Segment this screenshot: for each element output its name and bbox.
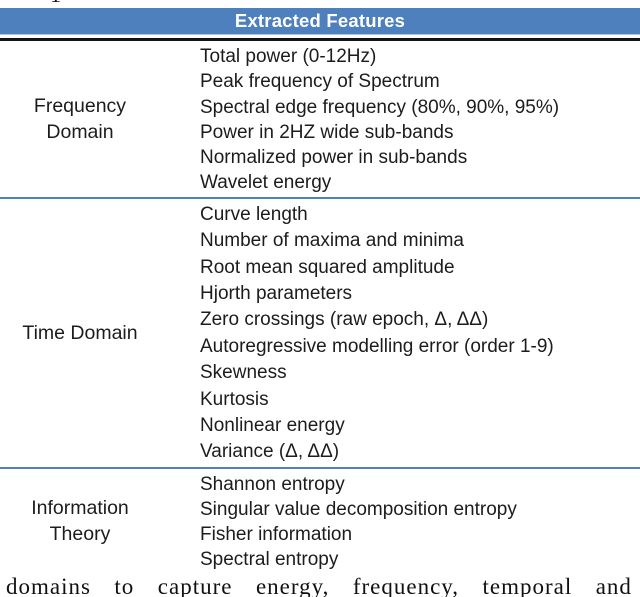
cropped-glyph: 1 — [50, 0, 66, 6]
paragraph-word: capture — [157, 574, 233, 597]
table-title: Extracted Features — [234, 10, 406, 31]
feature-item: Power in 2HZ wide sub-bands — [200, 121, 454, 143]
domain-label: Information — [31, 497, 129, 520]
feature-item: Shannon entropy — [200, 473, 345, 495]
cropped-text-fragment: 1 — [50, 0, 66, 6]
domain-label: Time Domain — [22, 321, 138, 344]
paragraph-word: temporal — [482, 574, 573, 597]
paragraph-word: domains — [6, 574, 91, 597]
paragraph-word: to — [114, 574, 135, 597]
domain-label: Domain — [46, 120, 114, 143]
feature-item: Number of maxima and minima — [200, 230, 464, 252]
feature-item: Kurtosis — [200, 388, 269, 410]
feature-item: Peak frequency of Spectrum — [200, 71, 440, 93]
header-divider — [0, 38, 640, 41]
feature-item: Spectral edge frequency (80%, 90%, 95%) — [200, 96, 560, 118]
domain-label: Theory — [49, 523, 111, 546]
domain-cell: Time Domain — [0, 199, 160, 467]
feature-item: Spectral entropy — [200, 549, 339, 571]
feature-item: Singular value decomposition entropy — [200, 499, 517, 521]
paragraph-word: and — [595, 574, 632, 597]
domain-label: Frequency — [33, 94, 127, 117]
table-header: Extracted Features — [0, 8, 640, 35]
feature-item: Zero crossings (raw epoch, Δ, ΔΔ) — [200, 309, 489, 331]
feature-item: Skewness — [200, 362, 287, 384]
feature-item: Fisher information — [200, 524, 353, 546]
feature-item: Wavelet energy — [200, 172, 332, 194]
paragraph-word: frequency, — [352, 574, 460, 597]
paragraph-text: domains to capture energy, frequency, tempora… — [6, 573, 632, 597]
feature-item: Curve length — [200, 203, 308, 225]
feature-item: Nonlinear energy — [200, 415, 345, 437]
feature-item: Normalized power in sub-bands — [200, 147, 468, 169]
feature-item: Total power (0-12Hz) — [200, 46, 377, 67]
feature-item: Hjorth parameters — [200, 283, 353, 304]
paragraph-word: energy, — [255, 574, 330, 597]
feature-item: Variance (Δ, ΔΔ) — [200, 441, 340, 463]
feature-item: Root mean squared amplitude — [200, 256, 455, 278]
feature-item: Autoregressive modelling error (order 1-… — [200, 335, 554, 357]
features-cell: Total power (0-12Hz) Peak frequency of Sp… — [160, 41, 640, 197]
